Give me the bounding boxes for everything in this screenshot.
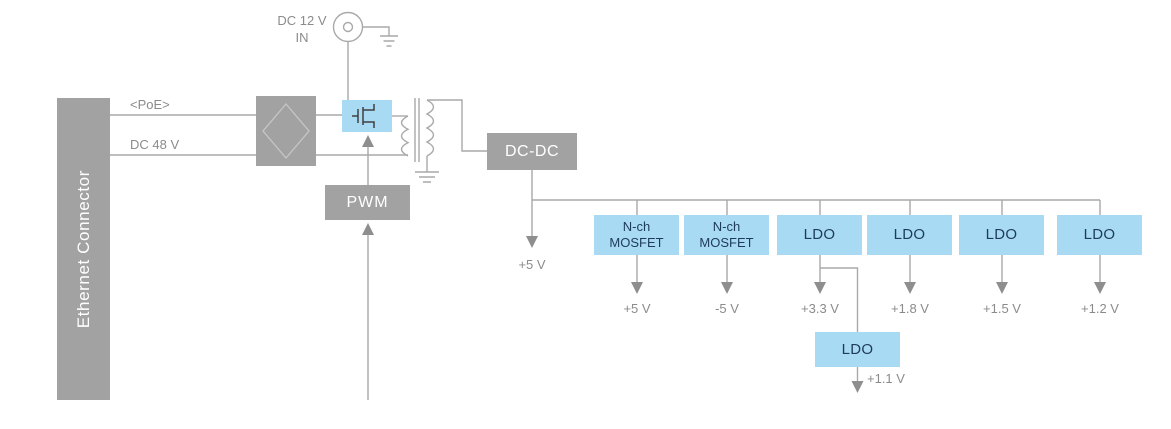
arrow-down-icon	[904, 282, 916, 294]
ldo-block-3v3: LDO	[777, 215, 862, 255]
arrow-up-icon	[362, 135, 374, 147]
rail-label-1v5: +1.5 V	[983, 301, 1021, 316]
bus-drop-wires	[636, 200, 1101, 215]
dc48-wire-label: DC 48 V	[130, 137, 180, 152]
poe-wire-label: <PoE>	[130, 97, 170, 112]
regulator-output-wires	[636, 255, 1101, 282]
arrow-down-icon	[814, 282, 826, 294]
ethernet-connector-label: Ethernet Connector	[73, 169, 93, 329]
arrow-down-icon	[996, 282, 1008, 294]
ldo-block-1v8: LDO	[867, 215, 952, 255]
ldo-block-1v5: LDO	[959, 215, 1044, 255]
dc-jack-icon	[332, 11, 390, 43]
primary-mosfet-block	[342, 100, 392, 132]
nch-mosfet-block-1: N-ch MOSFET	[594, 215, 679, 255]
dc12-in-label-line1: DC 12 V	[277, 13, 327, 28]
rail-label-5v: +5 V	[623, 301, 651, 316]
dc12-in-label-line2: IN	[295, 29, 309, 45]
arrow-down-icon	[1094, 282, 1106, 294]
arrow-down-icon	[631, 282, 643, 294]
output-bus-wire	[531, 170, 1100, 201]
dc12-in-label: DC 12 V IN	[272, 13, 332, 47]
jack-ground-icon	[380, 35, 398, 47]
nch-mosfet-block-2: N-ch MOSFET	[684, 215, 769, 255]
rail-label-3v3: +3.3 V	[801, 301, 839, 316]
rail-label-1v1: +1.1 V	[867, 371, 905, 386]
rail-label-main-5v: +5 V	[518, 257, 546, 272]
arrow-down-icon	[526, 236, 538, 248]
rail-label-1v8: +1.8 V	[891, 301, 929, 316]
arrow-down-icon	[851, 381, 864, 393]
cascade-branch-wire	[820, 267, 859, 332]
ldo-block-1v1: LDO	[815, 332, 900, 367]
pwm-controller-block: PWM	[325, 185, 410, 220]
transformer-to-dcdc-wire	[427, 99, 487, 152]
ethernet-connector-block: Ethernet Connector	[57, 98, 110, 400]
rail-label-1v2: +1.2 V	[1081, 301, 1119, 316]
bridge-rectifier-block	[256, 96, 316, 166]
arrow-up-icon	[362, 223, 374, 235]
dcdc-label: DC-DC	[504, 142, 560, 160]
ldo-block-1v2: LDO	[1057, 215, 1142, 255]
transformer-ground-icon	[415, 171, 439, 183]
rail-label-neg5v: -5 V	[715, 301, 739, 316]
dcdc-converter-block: DC-DC	[487, 133, 577, 170]
transformer-icon	[400, 98, 435, 162]
arrow-down-icon	[721, 282, 733, 294]
pwm-label: PWM	[346, 193, 389, 211]
